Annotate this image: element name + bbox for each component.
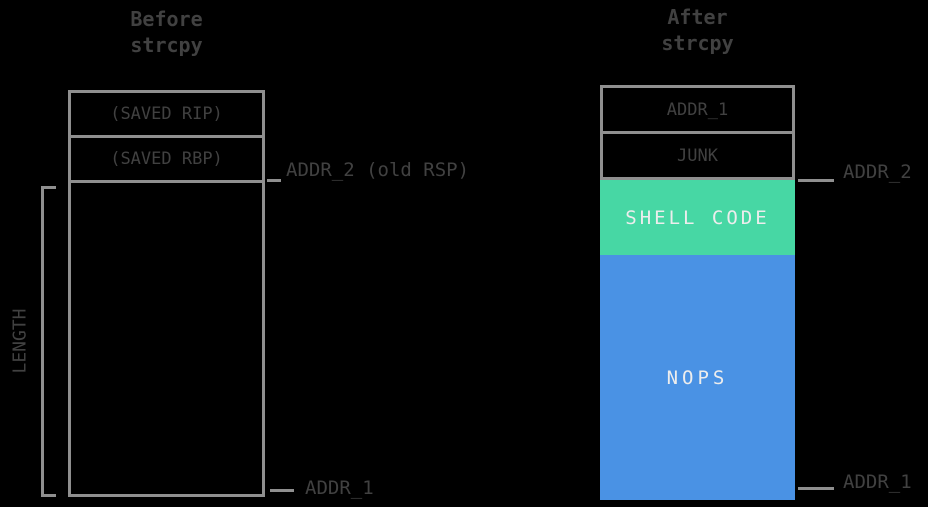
after-title-line1: After (667, 5, 728, 29)
after-title-line2: strcpy (661, 31, 734, 55)
old-rsp-tick (267, 179, 281, 182)
after-title: After strcpy (600, 4, 795, 56)
addr2-right-label: ADDR_2 (843, 161, 912, 183)
saved-rbp-label: (SAVED RBP) (110, 149, 223, 169)
addr1-bottom-label: ADDR_1 (305, 477, 374, 499)
stack-after-box: ADDR_1 JUNK (600, 85, 795, 180)
addr1-right-tick (798, 487, 834, 490)
overwritten-rip-cell: ADDR_1 (603, 88, 792, 134)
length-bracket-line (41, 186, 44, 497)
saved-rip-cell: (SAVED RIP) (71, 93, 262, 138)
addr2-old-rsp-label: ADDR_2 (old RSP) (286, 159, 470, 181)
nops-block: NOPS (600, 255, 795, 500)
saved-rip-label: (SAVED RIP) (110, 104, 223, 124)
saved-rbp-cell: (SAVED RBP) (71, 138, 262, 183)
junk-label: JUNK (677, 145, 718, 166)
length-bracket-top-tick (41, 186, 56, 189)
stack-before-box: (SAVED RIP) (SAVED RBP) (68, 90, 265, 497)
junk-cell: JUNK (603, 134, 792, 177)
before-title: Before strcpy (68, 6, 265, 58)
addr1-bottom-tick (270, 489, 294, 492)
shellcode-block: SHELL CODE (600, 180, 795, 255)
before-title-line1: Before (130, 7, 203, 31)
addr1-right-label: ADDR_1 (843, 471, 912, 493)
before-title-line2: strcpy (130, 33, 203, 57)
length-label: LENGTH (9, 308, 31, 374)
overwritten-rip-label: ADDR_1 (666, 99, 729, 120)
nops-label: NOPS (666, 366, 729, 389)
addr2-right-tick (798, 179, 834, 182)
length-bracket-bottom-tick (41, 494, 56, 497)
shellcode-label: SHELL CODE (625, 206, 770, 229)
